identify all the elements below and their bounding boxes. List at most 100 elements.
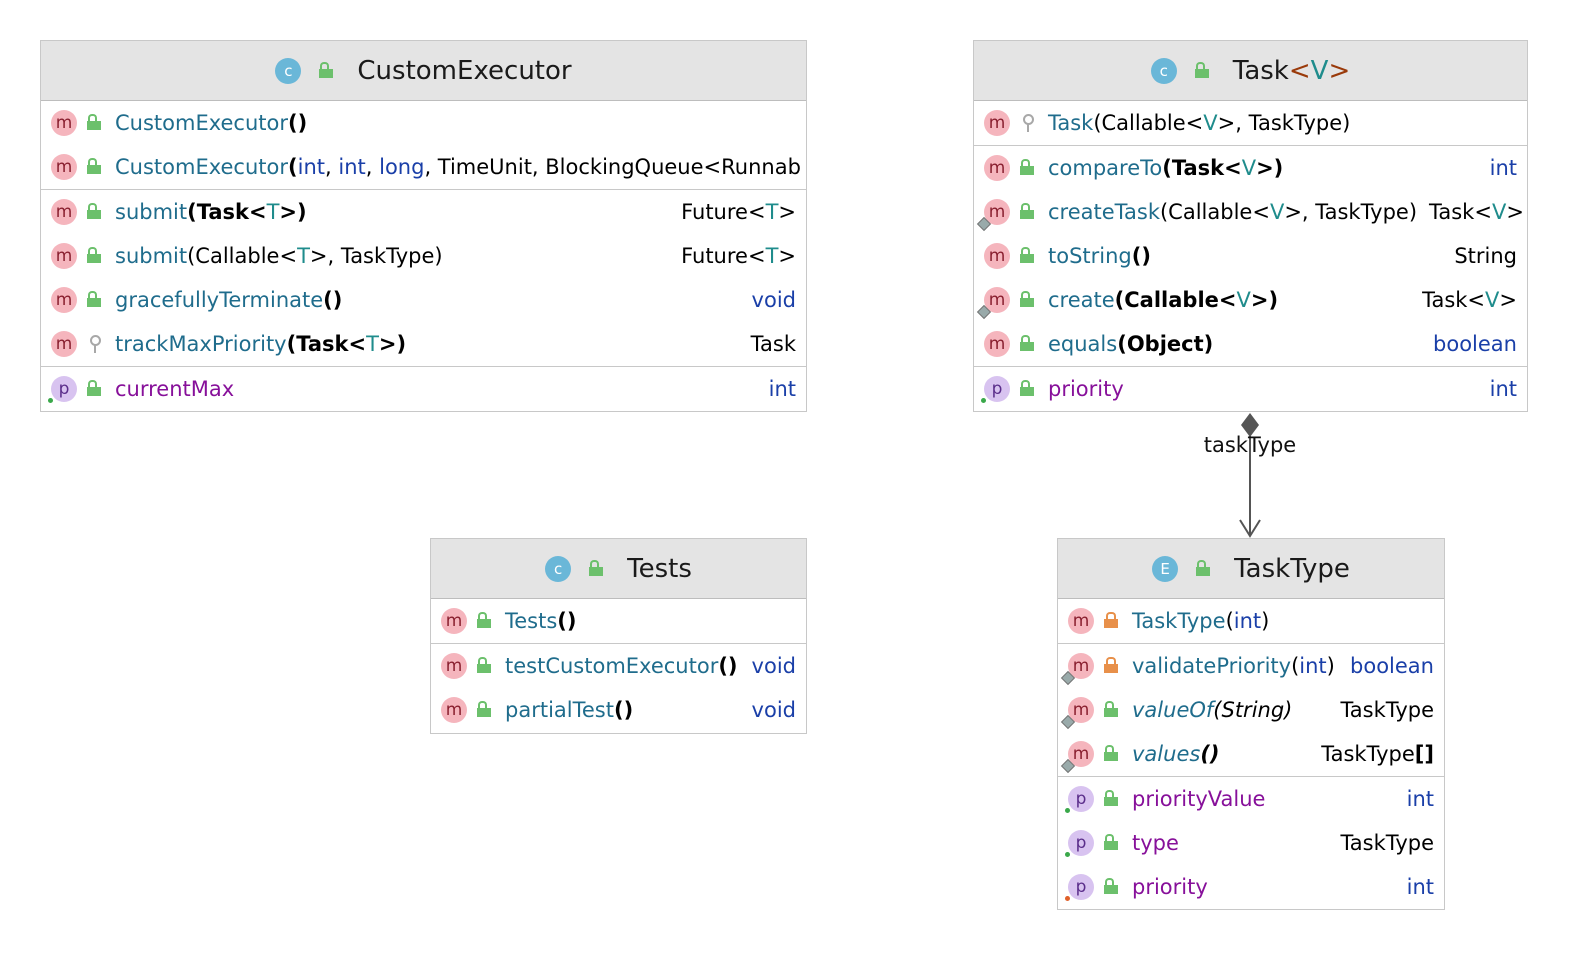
class-tests[interactable]: c Tests m Tests () m testCustomExecutor … [430,538,807,734]
member-row[interactable]: m values () TaskType[] [1058,732,1444,776]
member-params: () [1131,244,1151,268]
member-name: valueOf [1132,698,1214,722]
member-row[interactable]: m trackMaxPriority (Task<T>) Task [41,322,806,366]
member-params: () [718,654,738,678]
type-param: V [1241,156,1257,180]
public-icon [477,612,491,628]
type-param: T [297,244,310,268]
public-icon [319,61,334,78]
public-icon [87,114,101,130]
return-type: Task<V> [1422,288,1517,312]
member-row[interactable]: p priority int [974,367,1527,411]
enum-tasktype[interactable]: E TaskType m TaskType (int) m validatePr… [1057,538,1445,910]
member-row[interactable]: m create (Callable<V>) Task<V> [974,278,1527,322]
property-icon: p [1065,874,1094,901]
return-type: Future<T> [681,244,796,268]
return-type: int [1489,156,1517,180]
type-param: V [1236,288,1251,312]
method-icon: m [984,110,1010,136]
member-params: >) [279,200,307,224]
member-params: ) [1326,654,1335,678]
return-type: boolean [1433,332,1517,356]
type-param: V [1203,111,1218,135]
return-type: String [1454,244,1517,268]
member-name: CustomExecutor [115,155,288,179]
member-params: ) [1261,609,1270,633]
constructors-section: m TaskType (int) [1058,599,1444,644]
member-params: ( [1291,654,1300,678]
return-type: void [751,288,796,312]
member-row[interactable]: p currentMax int [41,367,806,411]
member-params: (Task< [286,332,367,356]
class-header[interactable]: E TaskType [1058,539,1444,599]
public-icon [87,247,101,263]
class-icon: c [1150,57,1177,84]
method-icon: m [984,243,1010,269]
member-row[interactable]: m validatePriority (int) boolean [1058,644,1444,688]
property-icon: p [48,376,77,403]
member-row[interactable]: p priority int [1058,865,1444,909]
member-params: (Callable< [1159,200,1270,224]
method-icon: m [51,287,77,313]
member-name: Tests [505,609,558,633]
member-params: (Object) [1117,332,1214,356]
member-row[interactable]: m valueOf (String) TaskType [1058,688,1444,732]
class-header[interactable]: c CustomExecutor [41,41,806,101]
public-icon [1020,159,1034,175]
class-customexecutor[interactable]: c CustomExecutor m CustomExecutor () m C… [40,40,807,412]
composition-diamond [1241,413,1259,437]
member-name: submit [115,200,188,224]
member-name: create [1048,288,1115,312]
member-params: (Callable< [1114,288,1237,312]
public-icon [87,380,101,396]
public-icon [1020,247,1034,263]
member-params: (Task< [1162,156,1242,180]
static-method-icon: m [1060,741,1094,774]
public-icon [1020,291,1034,307]
param-type: long [379,155,425,179]
method-icon: m [51,331,77,357]
return-type: boolean [1350,654,1434,678]
member-row[interactable]: m CustomExecutor (int, int, long, TimeUn… [41,145,806,189]
member-row[interactable]: m partialTest () void [431,688,806,732]
member-row[interactable]: m createTask (Callable<V>, TaskType) Tas… [974,190,1527,234]
package-private-icon [1020,114,1034,132]
class-header[interactable]: c Task<V> [974,41,1527,101]
member-row[interactable]: m submit (Callable<T>, TaskType) Future<… [41,234,806,278]
member-row[interactable]: m CustomExecutor () [41,101,806,145]
private-icon [1104,657,1118,673]
member-name: validatePriority [1132,654,1292,678]
return-type: TaskType[] [1321,742,1434,766]
public-icon [1194,61,1209,78]
methods-section: m testCustomExecutor () void m partialTe… [431,644,806,732]
member-params: >, TaskType) [309,244,443,268]
member-params: () [613,698,634,722]
member-row[interactable]: m Task (Callable<V>, TaskType) [974,101,1527,145]
class-header[interactable]: c Tests [431,539,806,599]
member-row[interactable]: p type TaskType [1058,821,1444,865]
member-name: equals [1048,332,1118,356]
class-task[interactable]: c Task<V> m Task (Callable<V>, TaskType)… [973,40,1528,412]
member-row[interactable]: m compareTo (Task<V>) int [974,146,1527,190]
member-row[interactable]: m Tests () [431,599,806,643]
member-row[interactable]: m submit (Task<T>) Future<T> [41,190,806,234]
class-title: Task<V> [1232,55,1351,86]
member-row[interactable]: m TaskType (int) [1058,599,1444,643]
member-name: TaskType [1132,609,1226,633]
member-row[interactable]: m testCustomExecutor () void [431,644,806,688]
method-icon: m [51,199,77,225]
param-rest: , TimeUnit, BlockingQueue<Runnab [424,155,801,179]
member-row[interactable]: m toString () String [974,234,1527,278]
member-row[interactable]: m gracefullyTerminate () void [41,278,806,322]
arrow-head [1239,519,1261,538]
member-name: gracefullyTerminate [115,288,324,312]
public-icon [1104,878,1118,894]
member-row[interactable]: p priorityValue int [1058,777,1444,821]
member-name: submit [115,244,188,268]
methods-section: m submit (Task<T>) Future<T> m submit (C… [41,190,806,367]
fields-section: p priority int [974,367,1527,411]
member-name: partialTest [505,698,614,722]
type-param: T [266,200,280,224]
member-params: () [1200,742,1220,766]
member-row[interactable]: m equals (Object) boolean [974,322,1527,366]
